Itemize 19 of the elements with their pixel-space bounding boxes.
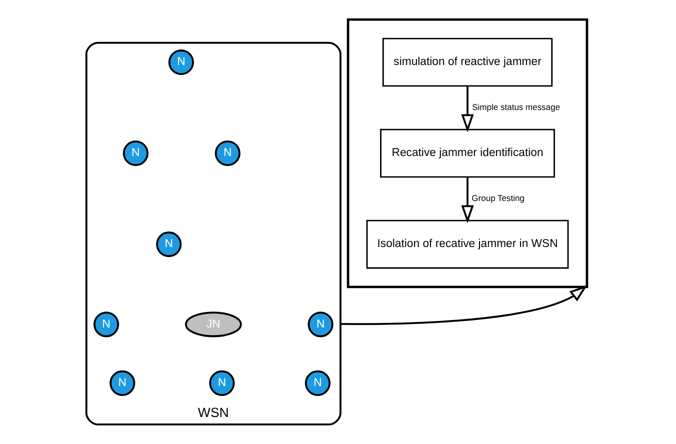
node-circle: N (214, 140, 240, 166)
node-circle: N (304, 370, 330, 396)
arrow (460, 177, 474, 224)
node-box: Isolation of recative jammer in WSN (366, 220, 568, 269)
edge-label: Group Testing (471, 192, 524, 203)
arrow (460, 86, 474, 132)
node-circle: N (307, 312, 333, 338)
node-circle: N (92, 312, 119, 338)
node-circle: N (168, 49, 194, 76)
node-circle: N (122, 140, 148, 166)
edge-label: Simple status message (472, 102, 560, 112)
node-circle: N (208, 370, 234, 396)
node-ellipse: JN (184, 312, 242, 338)
node-box: simulation of reactive jammer (382, 38, 552, 87)
node-box: Recative jammer identification (380, 128, 554, 178)
arrow (340, 285, 587, 325)
node-circle: N (109, 370, 135, 396)
cluster (346, 18, 588, 288)
node-circle: N (156, 231, 182, 258)
